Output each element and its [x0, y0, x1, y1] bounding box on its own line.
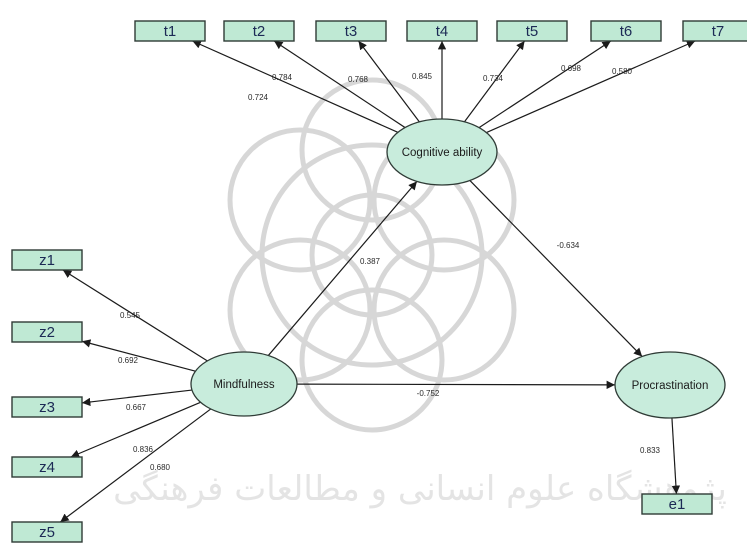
indicator-label-t1: t1: [164, 23, 177, 40]
path-arrow-proc-e1: [671, 417, 681, 495]
path-arrow-mind-z2: [81, 339, 196, 372]
coefficients-layer: 0.724 0.784 0.768 0.845 0.734 0.698 0.580 0.545…: [118, 64, 661, 472]
indicator-z5: z5: [11, 521, 83, 543]
indicator-t4: t4: [406, 20, 478, 42]
indicator-box-z5: [11, 521, 83, 543]
indicator-box-z3: [11, 396, 83, 418]
indicator-label-z4: z4: [39, 459, 55, 476]
indicator-box-z2: [11, 321, 83, 343]
indicator-label-z5: z5: [39, 524, 55, 541]
indicator-label-t6: t6: [620, 23, 633, 40]
path-arrow-cog-t6: [478, 40, 612, 129]
indicator-t2: t2: [223, 20, 295, 42]
path-coefficient-mind-z1: 0.545: [120, 311, 141, 320]
indicator-t1: t1: [134, 20, 206, 42]
latent-label-mind: Mindfulness: [213, 379, 275, 391]
path-coefficient-cog-t6: 0.698: [561, 64, 582, 73]
path-coefficient-cog-t3: 0.768: [348, 75, 369, 84]
indicator-label-t3: t3: [345, 23, 358, 40]
path-arrow-cog-proc: [469, 180, 643, 357]
path-coefficient-mind-z5: 0.680: [150, 463, 171, 472]
path-coefficient-mind-z4: 0.836: [133, 445, 154, 454]
path-coefficient-cog-t7: 0.580: [612, 67, 633, 76]
path-coefficient-cog-t1: 0.724: [248, 93, 269, 102]
path-arrow-mind-z5: [59, 408, 212, 523]
indicator-z4: z4: [11, 456, 83, 478]
path-coefficient-cog-proc: -0.634: [557, 241, 580, 250]
path-arrow-cog-t7: [486, 40, 696, 134]
indicator-z2: z2: [11, 321, 83, 343]
indicator-box-t6: [590, 20, 662, 42]
latent-label-proc: Procrastination: [632, 380, 709, 392]
indicator-label-t4: t4: [436, 23, 449, 40]
indicator-t6: t6: [590, 20, 662, 42]
path-arrow-cog-t5: [463, 40, 526, 123]
latent-ellipse-cog: [386, 118, 498, 186]
indicator-t7: t7: [682, 20, 747, 42]
indicator-z1: z1: [11, 249, 83, 271]
path-coefficient-mind-z2: 0.692: [118, 356, 139, 365]
indicator-box-t3: [315, 20, 387, 42]
indicator-label-t5: t5: [526, 23, 539, 40]
indicator-box-t5: [496, 20, 568, 42]
indicator-t5: t5: [496, 20, 568, 42]
indicator-t3: t3: [315, 20, 387, 42]
path-arrow-cog-t2: [273, 40, 406, 129]
path-arrow-mind-z3: [81, 389, 193, 407]
path-arrow-mind-cog: [267, 180, 418, 356]
path-coefficient-mind-z3: 0.667: [126, 403, 147, 412]
path-arrow-mind-z1: [62, 269, 208, 362]
indicator-e1: e1: [641, 493, 713, 515]
indicator-box-t7: [682, 20, 747, 42]
watermark-text: پژوهشگاه علوم انسانی و مطالعات فرهنگی: [113, 469, 727, 509]
nodes-layer: t1 t2 t3 t4 t5 t6 t7 z1 z2 z3 z4 z5 e1 Cognitive abil…: [11, 20, 747, 543]
path-arrow-mind-proc: [296, 380, 616, 390]
latent-proc: Procrastination: [614, 351, 726, 419]
indicator-box-z1: [11, 249, 83, 271]
indicator-label-e1: e1: [669, 496, 686, 513]
path-coefficient-cog-t4: 0.845: [412, 72, 433, 81]
indicator-box-t2: [223, 20, 295, 42]
latent-ellipse-proc: [614, 351, 726, 419]
latent-ellipse-mind: [190, 351, 298, 417]
latent-label-cog: Cognitive ability: [402, 147, 483, 159]
path-arrow-cog-t1: [192, 40, 399, 133]
indicator-box-t4: [406, 20, 478, 42]
indicator-label-z3: z3: [39, 399, 55, 416]
path-arrow-cog-t3: [358, 40, 420, 123]
indicator-z3: z3: [11, 396, 83, 418]
latent-mind: Mindfulness: [190, 351, 298, 417]
latent-cog: Cognitive ability: [386, 118, 498, 186]
edges-layer: [59, 40, 696, 523]
path-coefficient-cog-t2: 0.784: [272, 73, 293, 82]
indicator-label-z1: z1: [39, 252, 55, 269]
path-coefficient-mind-cog: 0.387: [360, 257, 381, 266]
path-arrow-mind-z4: [70, 401, 201, 458]
indicator-box-e1: [641, 493, 713, 515]
indicator-label-z2: z2: [39, 324, 55, 341]
indicator-label-t7: t7: [712, 23, 725, 40]
indicator-box-z4: [11, 456, 83, 478]
path-coefficient-mind-proc: -0.752: [417, 389, 440, 398]
path-coefficient-cog-t5: 0.734: [483, 74, 504, 83]
path-coefficient-proc-e1: 0.833: [640, 446, 661, 455]
indicator-label-t2: t2: [253, 23, 266, 40]
indicator-box-t1: [134, 20, 206, 42]
